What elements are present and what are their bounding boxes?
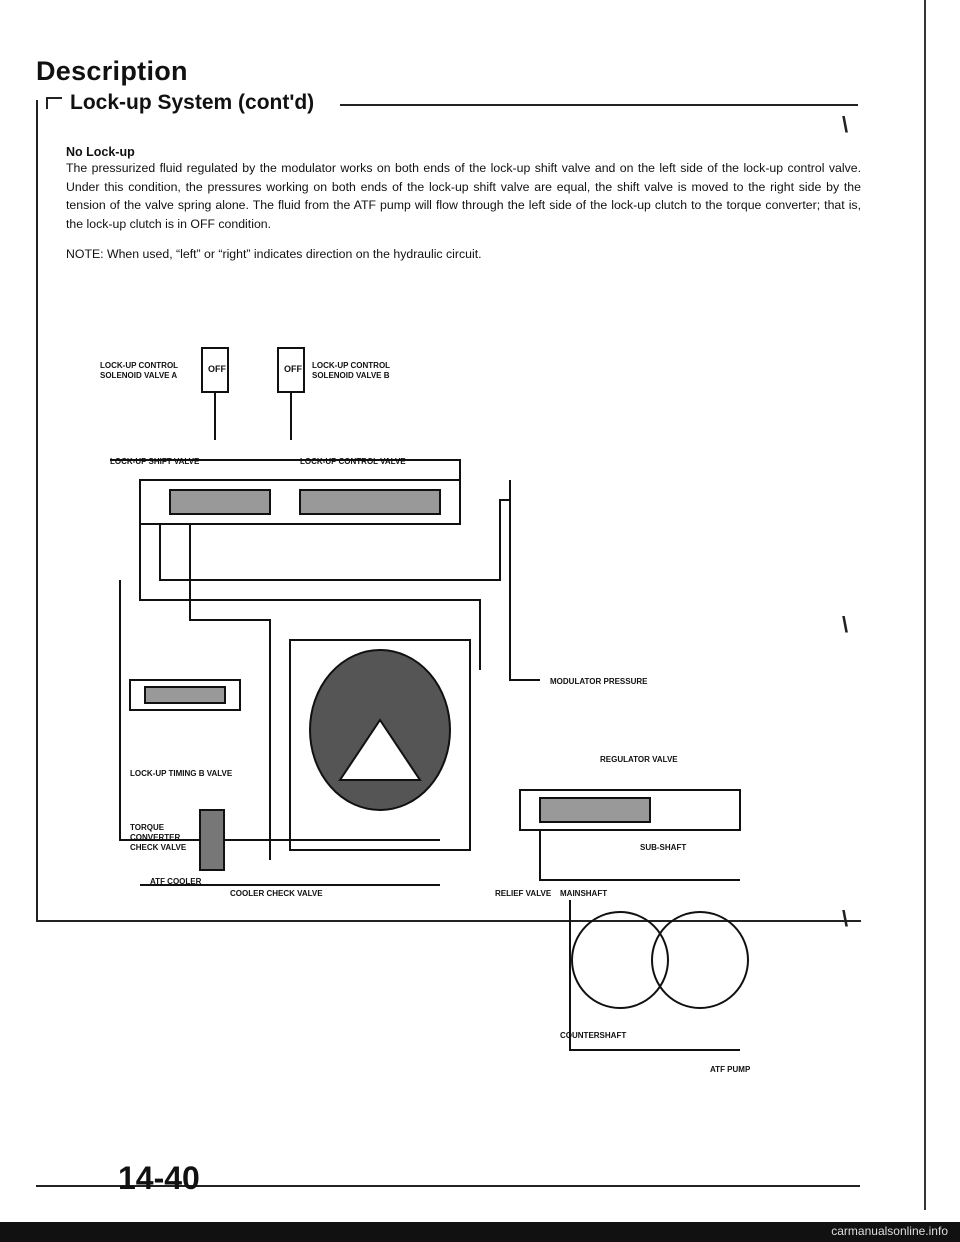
note-text: NOTE: When used, “left” or “right” indic… (66, 247, 482, 261)
margin-mark: \ (842, 612, 849, 637)
tc-check-valve-label: TORQUE (130, 823, 165, 832)
tc-check-valve (199, 809, 225, 871)
relief-valve-label: RELIEF VALVE (495, 889, 552, 898)
margin-mark: \ (842, 906, 849, 931)
section-rule (340, 104, 858, 106)
section-bracket (46, 97, 62, 109)
atf-pump-label: ATF PUMP (710, 1065, 750, 1074)
subsection-heading: No Lock-up (66, 145, 135, 159)
countershaft-label: COUNTERSHAFT (560, 1031, 626, 1040)
page-edge-line (924, 0, 926, 1210)
svg-text:CONVERTER: CONVERTER (130, 833, 180, 842)
watermark-text: carmanualsonline.info (831, 1224, 948, 1238)
regulator-valve (519, 789, 741, 831)
margin-mark: \ (842, 112, 849, 137)
svg-text:SOLENOID VALVE A: SOLENOID VALVE A (100, 371, 177, 380)
page-number: 14-40 (118, 1160, 200, 1196)
footer-bar (0, 1222, 960, 1242)
solenoid-b-label: LOCK-UP CONTROL (312, 361, 390, 370)
modulator-pressure-label: MODULATOR PRESSURE (550, 677, 648, 686)
description-paragraph: The pressurized fluid regulated by the m… (66, 161, 861, 231)
cooler-check-valve-label: COOLER CHECK VALVE (230, 889, 323, 898)
shift-valve-label: LOCK-UP SHIFT VALVE (110, 457, 200, 466)
mainshaft-label: MAINSHAFT (560, 889, 607, 898)
solenoid-b-state: OFF (284, 364, 302, 374)
bottom-rule (36, 1185, 860, 1187)
content-frame (36, 100, 861, 922)
solenoid-a-state: OFF (208, 364, 226, 374)
torque-converter-housing (289, 639, 471, 851)
timing-b-valve (129, 679, 241, 711)
control-valve-label: LOCK-UP CONTROL VALVE (300, 457, 406, 466)
svg-text:CHECK VALVE: CHECK VALVE (130, 843, 187, 852)
hydraulic-circuit-diagram: LOCK-UP CONTROL SOLENOID VALVE A OFF OFF… (100, 347, 741, 898)
solenoid-a-label: LOCK-UP CONTROL (100, 361, 178, 370)
sub-shaft-label: SUB-SHAFT (640, 843, 686, 852)
atf-cooler-label: ATF COOLER (150, 877, 202, 886)
svg-text:SOLENOID VALVE B: SOLENOID VALVE B (312, 371, 390, 380)
timing-b-valve-label: LOCK-UP TIMING B VALVE (130, 769, 233, 778)
page-title: Description (36, 56, 188, 86)
section-title: Lock-up System (cont'd) (66, 91, 319, 115)
regulator-valve-label: REGULATOR VALVE (600, 755, 678, 764)
valve-body-upper (139, 479, 461, 525)
atf-pump-gears: COUNTERSHAFT ATF PUMP (560, 900, 750, 1074)
